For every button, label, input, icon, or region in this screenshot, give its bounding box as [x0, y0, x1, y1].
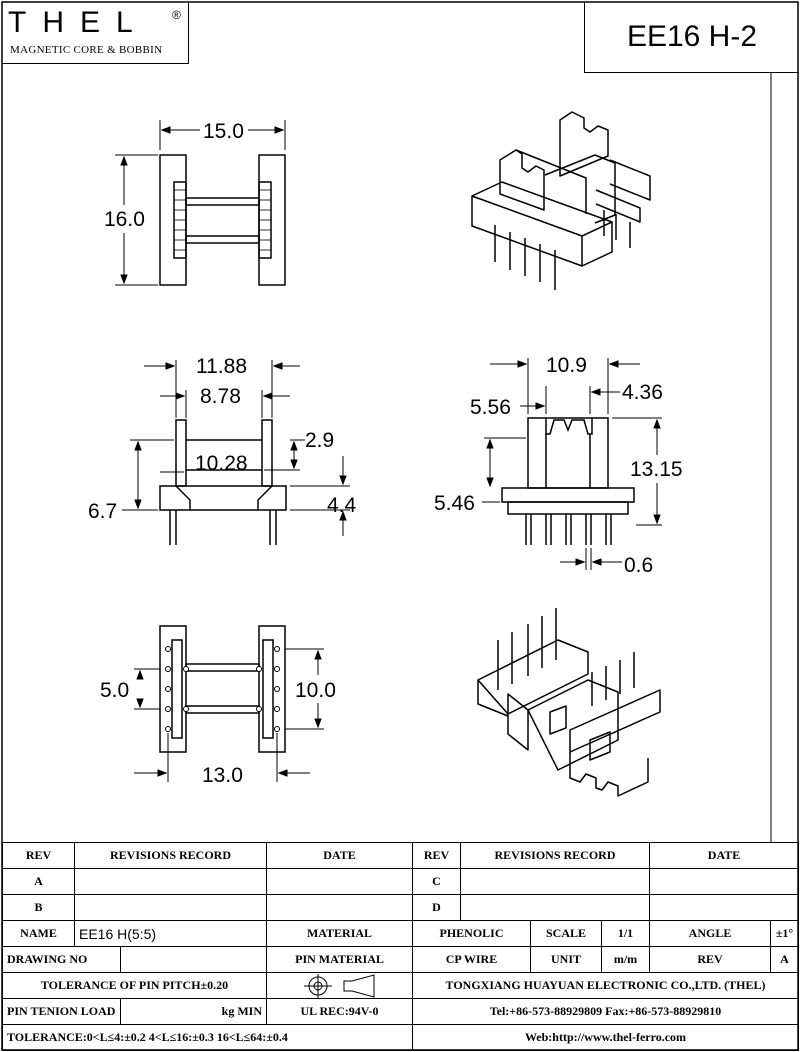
- pin-tension-unit: kg MIN: [120, 998, 267, 1025]
- rev-value: A: [769, 946, 800, 973]
- pin-pitch-tolerance: TOLERANCE OF PIN PITCH±0.20: [2, 972, 267, 999]
- name-label: NAME: [2, 920, 75, 947]
- rev-label: REV: [649, 946, 771, 973]
- bottom-view: [159, 625, 286, 753]
- revision-row-b: B D: [2, 894, 800, 921]
- material-label: MATERIAL: [266, 920, 413, 947]
- scale-value: 1/1: [601, 920, 650, 947]
- tel-fax: Tel:+86-573-88929809 Fax:+86-573-8892981…: [411, 998, 800, 1025]
- rev-b: B: [2, 894, 75, 921]
- title-table: REV REVISIONS RECORD DATE REV REVISIONS …: [2, 842, 800, 1051]
- drawing-row: DRAWING NO PIN MATERIAL CP WIRE UNIT m/m…: [2, 946, 800, 973]
- revision-d-date: [648, 894, 800, 921]
- dim-top-width: 15.0: [203, 120, 244, 143]
- general-tolerance-row: TOLERANCE:0<L≤4:±0.2 4<L≤16:±0.3 16<L≤64…: [2, 1024, 800, 1051]
- bottom-view-pins: [165, 646, 280, 732]
- side-view: [501, 417, 635, 545]
- dim-side-base: 5.46: [434, 492, 475, 515]
- dim-side-height: 13.15: [630, 458, 683, 481]
- revision-header-row: REV REVISIONS RECORD DATE REV REVISIONS …: [2, 842, 800, 869]
- rev-c: C: [412, 868, 461, 895]
- rev-header: REV: [2, 842, 75, 869]
- side-view-dimensions: [482, 358, 662, 570]
- general-tolerance: TOLERANCE:0<L≤4:±0.2 4<L≤16:±0.3 16<L≤64…: [2, 1024, 413, 1051]
- dim-side-right: 4.36: [622, 381, 663, 404]
- dim-front-base: 4.4: [327, 494, 357, 517]
- front-view-dimensions: [122, 360, 350, 536]
- revision-c-note: [460, 868, 650, 895]
- projection-symbol-cell: [266, 972, 413, 999]
- rev-a: A: [2, 868, 75, 895]
- revision-b-date: [266, 894, 413, 921]
- isometric-view-bottom: [477, 608, 661, 797]
- pin-tension-row: PIN TENION LOAD kg MIN UL REC:94V-0 Tel:…: [2, 998, 800, 1025]
- website: Web:http://www.thel-ferro.com: [411, 1024, 800, 1051]
- tolerance-pitch-row: TOLERANCE OF PIN PITCH±0.20 TONGXIANG HU…: [2, 972, 800, 999]
- front-view: [159, 419, 287, 545]
- company-logo: THEL ® MAGNETIC CORE & BOBBIN: [2, 2, 189, 64]
- angle-label: ANGLE: [649, 920, 771, 947]
- revisions-header-right: REVISIONS RECORD: [460, 842, 650, 869]
- top-view-dimensions: [115, 120, 286, 286]
- part-title: EE16 H-2: [626, 20, 758, 53]
- date-header: DATE: [266, 842, 413, 869]
- revisions-header: REVISIONS RECORD: [74, 842, 267, 869]
- revision-a-date: [266, 868, 413, 895]
- pin-material-value: CP WIRE: [412, 946, 531, 973]
- rev-d: D: [412, 894, 461, 921]
- isometric-view-top: [471, 111, 651, 290]
- dim-top-height: 16.0: [104, 208, 145, 231]
- date-header-right: DATE: [648, 842, 800, 869]
- dim-side-width: 10.9: [546, 354, 587, 377]
- dim-bottom-row-spacing: 10.0: [295, 679, 336, 702]
- registered-mark: ®: [172, 8, 181, 22]
- revision-b-note: [74, 894, 267, 921]
- revision-a-note: [74, 868, 267, 895]
- unit-label: UNIT: [530, 946, 602, 973]
- dim-front-window: 10.28: [195, 452, 248, 475]
- dim-side-pin: 0.6: [624, 554, 653, 577]
- scale-label: SCALE: [530, 920, 602, 947]
- logo-word: THEL: [8, 6, 149, 39]
- dim-front-flange: 2.9: [305, 429, 334, 452]
- company-name: TONGXIANG HUAYUAN ELECTRONIC CO.,LTD. (T…: [411, 972, 800, 999]
- material-value: PHENOLIC: [412, 920, 531, 947]
- rev-header-right: REV: [412, 842, 461, 869]
- dim-front-outer-width: 11.88: [196, 355, 247, 378]
- revision-row-a: A C: [2, 868, 800, 895]
- revision-d-note: [460, 894, 650, 921]
- pin-tension-label: PIN TENION LOAD: [2, 998, 121, 1025]
- drawing-no-value: [120, 946, 267, 973]
- dim-bottom-pin-pitch: 5.0: [100, 679, 129, 702]
- bottom-view-dimensions: [134, 648, 324, 782]
- name-value: EE16 H(5:5): [74, 920, 267, 947]
- drawing-no-label: DRAWING NO: [2, 946, 121, 973]
- pin-material-label: PIN MATERIAL: [266, 946, 413, 973]
- top-view: [159, 154, 286, 286]
- angle-value: ±1°: [769, 920, 800, 947]
- logo-subtitle: MAGNETIC CORE & BOBBIN: [10, 44, 163, 56]
- name-row: NAME EE16 H(5:5) MATERIAL PHENOLIC SCALE…: [2, 920, 800, 947]
- unit-value: m/m: [601, 946, 650, 973]
- dim-side-left: 5.56: [470, 396, 511, 419]
- dim-front-inner-width: 8.78: [200, 385, 241, 408]
- title-block: EE16 H-2: [584, 2, 799, 73]
- dim-front-height: 6.7: [88, 500, 117, 523]
- revision-c-date: [648, 868, 800, 895]
- ul-rec: UL REC:94V-0: [266, 998, 413, 1025]
- dim-bottom-width: 13.0: [202, 764, 243, 787]
